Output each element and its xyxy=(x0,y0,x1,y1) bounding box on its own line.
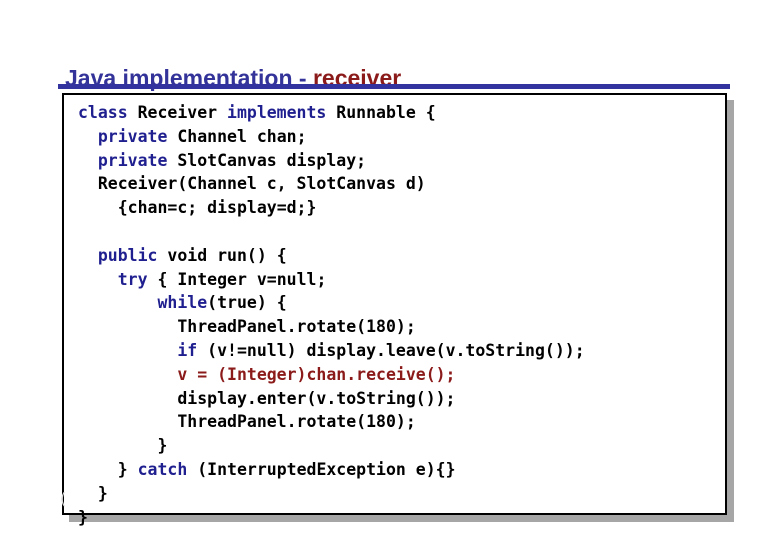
code-keyword: private xyxy=(97,150,178,170)
code-line: } catch (InterruptedException e){} xyxy=(117,459,456,479)
code-highlight: v = (Integer)chan.receive(); xyxy=(177,364,456,384)
code-line: class Receiver implements Runnable { xyxy=(78,103,436,122)
code-line: {chan=c; display=d;} xyxy=(117,198,317,218)
code-keyword: class xyxy=(78,103,138,122)
code-line: try { Integer v=null; xyxy=(117,269,327,289)
java-source-code: class Receiver implements Runnable { pri… xyxy=(78,101,585,529)
code-line: } xyxy=(157,436,168,456)
code-line: } xyxy=(78,507,88,527)
code-line: private SlotCanvas display; xyxy=(97,150,367,170)
code-line: if (v!=null) display.leave(v.toString())… xyxy=(177,340,585,360)
code-line: public void run() { xyxy=(97,245,287,265)
code-line: } xyxy=(97,483,108,503)
code-line: Receiver(Channel c, SlotCanvas d) xyxy=(97,174,426,194)
code-keyword: public xyxy=(97,245,168,265)
title-underline-rule xyxy=(58,84,730,89)
code-line: private Channel chan; xyxy=(97,126,307,146)
page-edge-artifact: ( xyxy=(58,489,68,508)
code-keyword: private xyxy=(97,126,178,146)
code-keyword: while xyxy=(157,293,208,313)
code-line: v = (Integer)chan.receive(); xyxy=(78,363,585,387)
code-keyword: try xyxy=(117,269,158,289)
code-line: ThreadPanel.rotate(180); xyxy=(177,317,416,337)
code-listing-box: class Receiver implements Runnable { pri… xyxy=(62,93,727,527)
code-line: display.enter(v.toString()); xyxy=(177,388,456,408)
code-keyword: catch xyxy=(137,459,198,479)
code-line xyxy=(78,220,585,244)
code-keyword: if xyxy=(177,340,208,360)
code-line: ThreadPanel.rotate(180); xyxy=(177,412,416,432)
code-keyword: implements xyxy=(227,103,337,122)
code-line: while(true) { xyxy=(157,293,287,313)
